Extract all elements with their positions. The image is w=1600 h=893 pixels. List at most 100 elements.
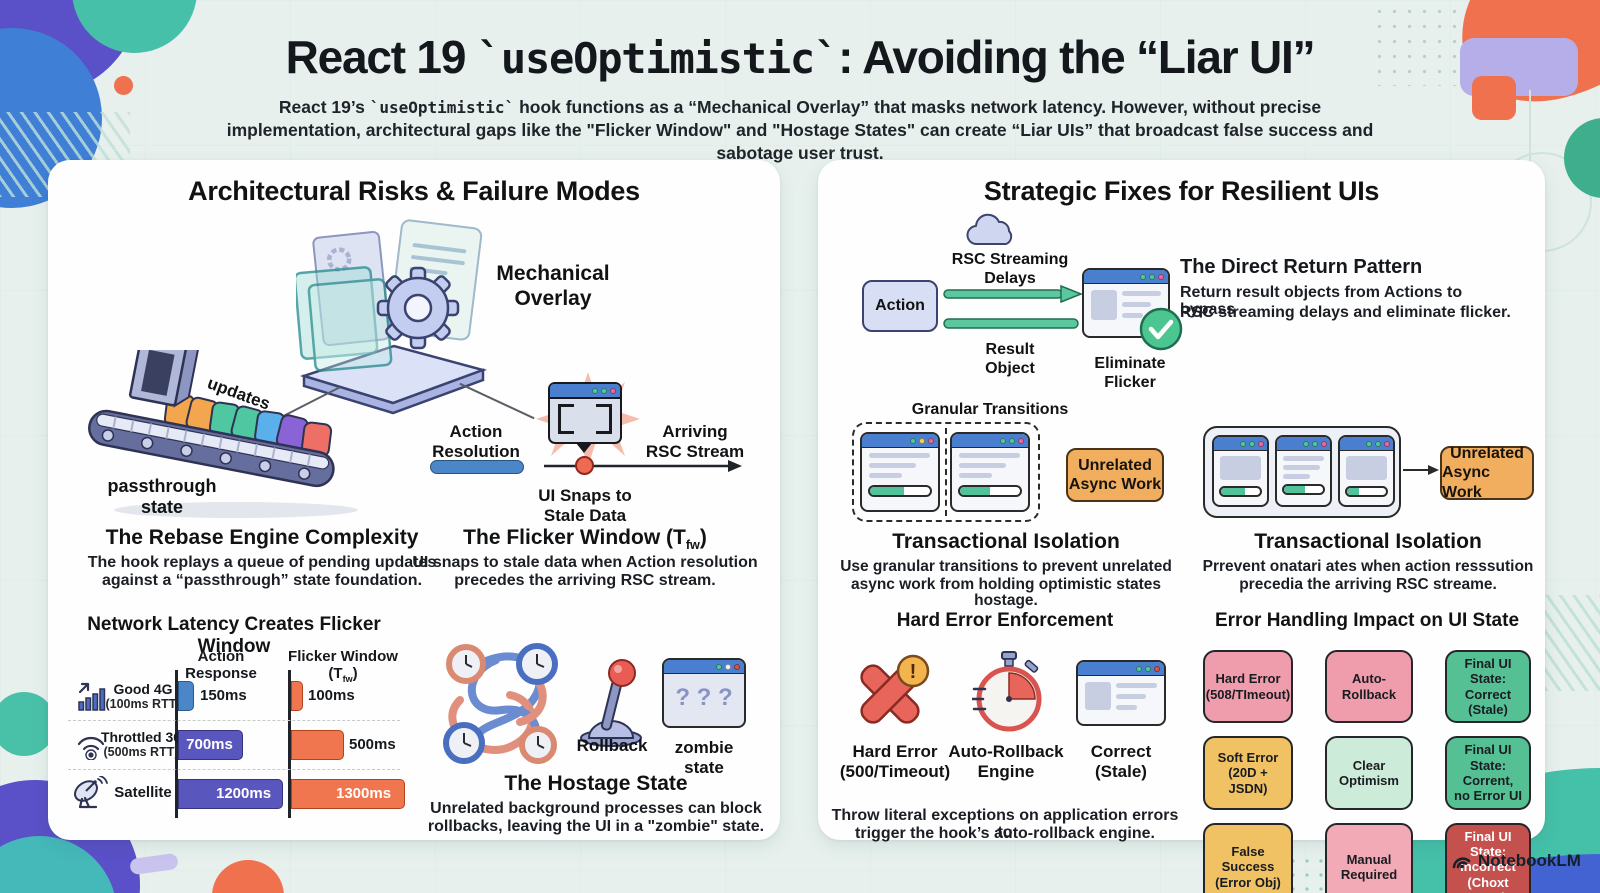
badge-line: (508/TImeout) <box>1205 686 1291 702</box>
progress-fill <box>960 487 990 495</box>
tangle-clocks-icon <box>443 643 558 764</box>
error-grid: Hard Error (508/TImeout) Auto-Rollback F… <box>1203 650 1531 893</box>
window-dot-teal <box>1303 440 1309 447</box>
direct-return-caption-line1: Return result objects from Actions to by… <box>1180 284 1463 318</box>
ui-snaps-label: UI Snaps to Stale Data <box>529 486 641 526</box>
window-content-line <box>959 463 1007 468</box>
badge-line: (Choxt State) <box>1467 874 1509 893</box>
notebooklm-icon <box>1452 857 1471 869</box>
decor-circle-teal-bottomleft <box>0 692 56 756</box>
result-line2: Object <box>985 360 1035 378</box>
focus-corner-br <box>596 418 612 434</box>
error-x-icon: ! <box>860 654 930 724</box>
hard-error-item3-label: Correct (Stale) <box>1066 742 1176 782</box>
row1-sublabel: (100ms RTT) <box>105 697 181 711</box>
window-dot-teal2 <box>1009 437 1015 444</box>
progress-track <box>1282 484 1325 495</box>
mechanical-overlay-illustration <box>296 219 488 415</box>
window-dot-red <box>734 663 740 670</box>
window-dot-pink <box>1018 437 1024 444</box>
window-content-line <box>1122 302 1152 307</box>
rsc-delays-line1: RSC Streaming <box>951 251 1069 268</box>
window-content-line <box>1122 313 1144 318</box>
zombie-question-marks: ? ? ? <box>675 684 733 711</box>
signal-bars-icon <box>78 682 106 711</box>
item2-line2: Engine <box>977 762 1035 782</box>
error-badge-auto-rollback: Auto-Rollback <box>1325 650 1413 724</box>
right-panel-title: Strategic Fixes for Resilient UIs <box>983 176 1380 206</box>
flicker-heading-post: ) <box>699 526 707 549</box>
window-dot-teal <box>1140 273 1146 280</box>
action-resolution-label: Action Resolution <box>420 422 532 462</box>
window-dot-teal <box>1366 440 1372 447</box>
flicker-point-dot <box>575 456 594 475</box>
window-content-line <box>1283 474 1310 479</box>
hard-error-item2-label: Auto-Rollback Engine <box>944 742 1068 782</box>
window-content-block <box>1346 456 1387 480</box>
badge-line: Required <box>1340 866 1398 882</box>
window-dot-pink <box>1258 440 1264 447</box>
result-line1: Result <box>985 341 1035 358</box>
window-dot-teal2 <box>1145 665 1151 672</box>
flicker-caption-line2: precedes the arriving RSC stream. <box>454 572 716 589</box>
page-title: React 19 `useOptimistic`: Avoiding the “… <box>0 30 1600 84</box>
badge-line: Final UI State: <box>1464 656 1512 687</box>
row2-flicker-bar <box>291 730 344 760</box>
error-badge-hard-error: Hard Error (508/TImeout) <box>1203 650 1293 724</box>
item3-line1: Correct <box>1090 742 1152 761</box>
window-dot-pink <box>1384 440 1390 447</box>
window-content-block <box>1085 682 1111 710</box>
isolation2-caption-line2: precedia the arriving RSC streame. <box>1239 576 1497 593</box>
mechanical-overlay-label: Mechanical Overlay <box>486 262 620 312</box>
mechanical-overlay-label-line1: Mechanical <box>496 262 610 285</box>
hostage-heading: The Hostage State <box>504 772 688 795</box>
zombie-window-icon: ? ? ? <box>662 658 746 728</box>
eliminate-flicker-label: Eliminate Flicker <box>1084 354 1176 392</box>
granular-caption-line2: async work from holding optimistic state… <box>850 576 1162 610</box>
badge-line: Final UI State: <box>1464 828 1512 859</box>
latency-sep-1 <box>68 720 400 721</box>
unrelated-async-badge-2: Unrelated Async Work <box>1440 445 1534 501</box>
window-content-line <box>1116 705 1138 710</box>
latency-chart-title: Network Latency Creates Flicker Window <box>87 614 381 657</box>
focus-corner-tl <box>558 404 574 420</box>
row3-action-bar <box>178 779 283 809</box>
rollback-lever-icon <box>580 659 642 747</box>
granular-caption-line1: Use granular transitions to prevent unre… <box>840 558 1172 575</box>
cloud-icon <box>966 213 1013 246</box>
arriving-rsc-line1: Arriving <box>662 422 728 441</box>
badge-line: (Error Obj) <box>1215 874 1281 890</box>
decor-square-orange-topright <box>1472 76 1516 120</box>
item3-line2: (Stale) <box>1095 762 1147 782</box>
item1-line1: Hard Error <box>852 742 938 761</box>
row2-action-value: 700ms <box>186 736 233 753</box>
result-object-arrow-icon <box>943 318 1079 329</box>
window-dot-teal2 <box>1312 440 1318 447</box>
check-icon <box>1139 307 1183 351</box>
action-resolution-pill <box>430 460 524 474</box>
conveyor-belt-icon <box>88 350 358 518</box>
window-dot-teal <box>592 387 598 394</box>
isolation2-heading: Transactional Isolation <box>1254 530 1482 553</box>
latency-col2-post: ) <box>352 665 358 682</box>
action-resolution-line1: Action <box>449 422 503 441</box>
row3-action-value: 1200ms <box>216 785 272 802</box>
page-subtitle: React 19’s `useOptimistic` hook function… <box>210 96 1390 165</box>
window-dot-teal <box>910 437 916 444</box>
window-dot-yellow <box>919 437 925 444</box>
correct-stale-window-icon <box>1076 660 1166 726</box>
progress-track <box>1219 486 1262 497</box>
window-dot-pink <box>610 387 616 394</box>
error-grid-heading: Error Handling Impact on UI State <box>1214 610 1520 631</box>
stopwatch-icon <box>972 651 1042 732</box>
flicker-window-icon <box>548 382 622 444</box>
badge-line: Optimism <box>1339 772 1399 788</box>
page-title-code: `useOptimistic` <box>476 34 839 83</box>
rsc-streaming-delays-label: RSC Streaming Delays <box>940 250 1080 288</box>
window-content-line <box>1116 683 1157 688</box>
badge2-line1: Unrelated <box>1450 445 1524 463</box>
progress-track <box>868 485 932 497</box>
decor-circle-orange-bottom <box>212 860 284 893</box>
ui-snaps-line2: Stale Data <box>543 506 627 526</box>
